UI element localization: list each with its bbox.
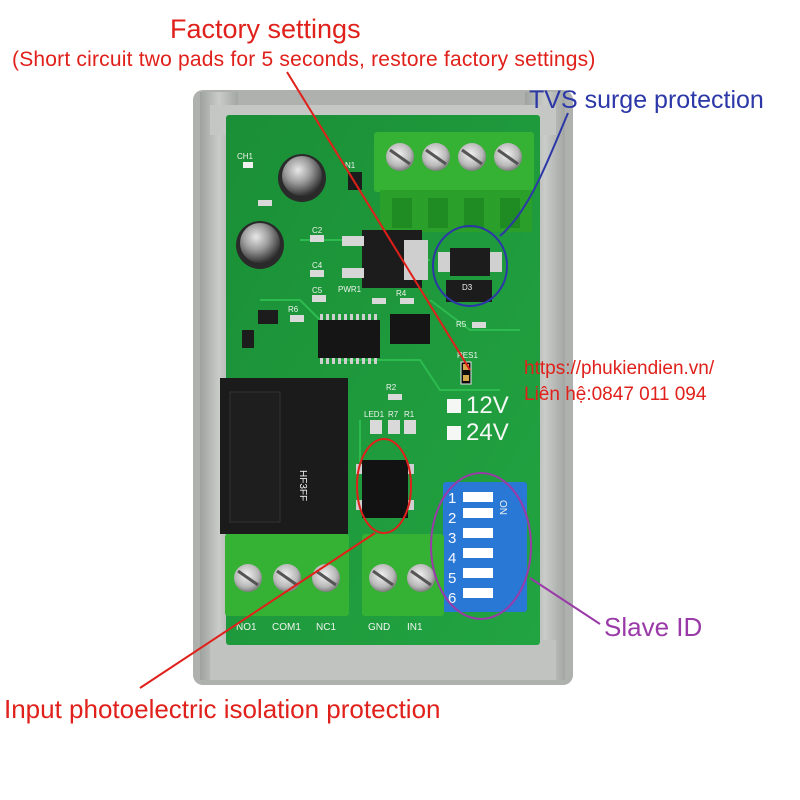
top-terminal-block	[374, 132, 534, 232]
dip-num-5: 5	[448, 570, 456, 587]
tvs-highlight-circle	[432, 225, 508, 307]
input-leader-line	[139, 532, 376, 689]
input-isolation-label: Input photoelectric isolation protection	[4, 694, 441, 724]
slave-leader-line	[529, 577, 601, 625]
terminal-label-com1: COM1	[272, 622, 301, 633]
optocoupler-highlight-circle	[356, 438, 412, 534]
label-c4: C4	[312, 261, 323, 270]
microcontroller	[318, 314, 380, 364]
svg-text:HF3FF: HF3FF	[297, 470, 308, 501]
label-r2: R2	[386, 383, 397, 392]
dip-num-3: 3	[448, 530, 456, 547]
dip-switch	[443, 482, 527, 612]
label-dip-on: ON	[497, 500, 508, 515]
terminal-label-nc1: NC1	[316, 622, 336, 633]
label-r5: R5	[456, 320, 467, 329]
website-url: https://phukiendien.vn/	[524, 358, 715, 379]
tvs-surge-label: TVS surge protection	[529, 86, 764, 114]
label-res1: RES1	[457, 351, 478, 360]
tvs-diodes	[438, 248, 502, 302]
factory-settings-subtitle: (Short circuit two pads for 5 seconds, r…	[12, 48, 596, 71]
label-ch1: CH1	[237, 152, 254, 161]
factory-leader-line	[286, 71, 471, 371]
slave-id-label: Slave ID	[604, 612, 703, 642]
label-d3: D3	[462, 283, 473, 292]
terminal-label-gnd: GND	[368, 622, 390, 633]
dip-num-4: 4	[448, 550, 456, 567]
dip-num-6: 6	[448, 590, 456, 607]
terminal-label-no1: NO1	[236, 622, 257, 633]
label-c5: C5	[312, 286, 323, 295]
label-r4: R4	[396, 289, 407, 298]
bottom-terminal-left	[225, 534, 349, 616]
dip-num-1: 1	[448, 490, 456, 507]
label-pwr1: PWR1	[338, 285, 362, 294]
label-12v: 12V	[466, 392, 509, 419]
label-24v: 24V	[466, 419, 509, 446]
label-r7: R7	[388, 410, 399, 419]
rs485-chip	[390, 314, 430, 344]
dip-num-2: 2	[448, 510, 456, 527]
label-n1: N1	[345, 161, 356, 170]
label-r1: R1	[404, 410, 415, 419]
factory-settings-title: Factory settings	[170, 14, 361, 44]
regulator-chip	[342, 230, 428, 288]
terminal-label-in1: IN1	[407, 622, 423, 633]
contact-phone: Liên hệ:0847 011 094	[524, 384, 707, 405]
capacitor-top	[278, 154, 326, 202]
dip-highlight-circle	[430, 472, 532, 620]
relay: HF3FF	[220, 378, 348, 534]
tvs-leader-line	[499, 112, 569, 237]
capacitor-left	[236, 221, 284, 269]
label-c2: C2	[312, 226, 323, 235]
label-r6: R6	[288, 305, 299, 314]
label-led1: LED1	[364, 410, 385, 419]
voltage-24v-box	[447, 426, 461, 440]
voltage-12v-box	[447, 399, 461, 413]
smd-components	[242, 162, 486, 434]
bottom-terminal-right	[362, 534, 444, 616]
optocoupler	[356, 460, 414, 518]
